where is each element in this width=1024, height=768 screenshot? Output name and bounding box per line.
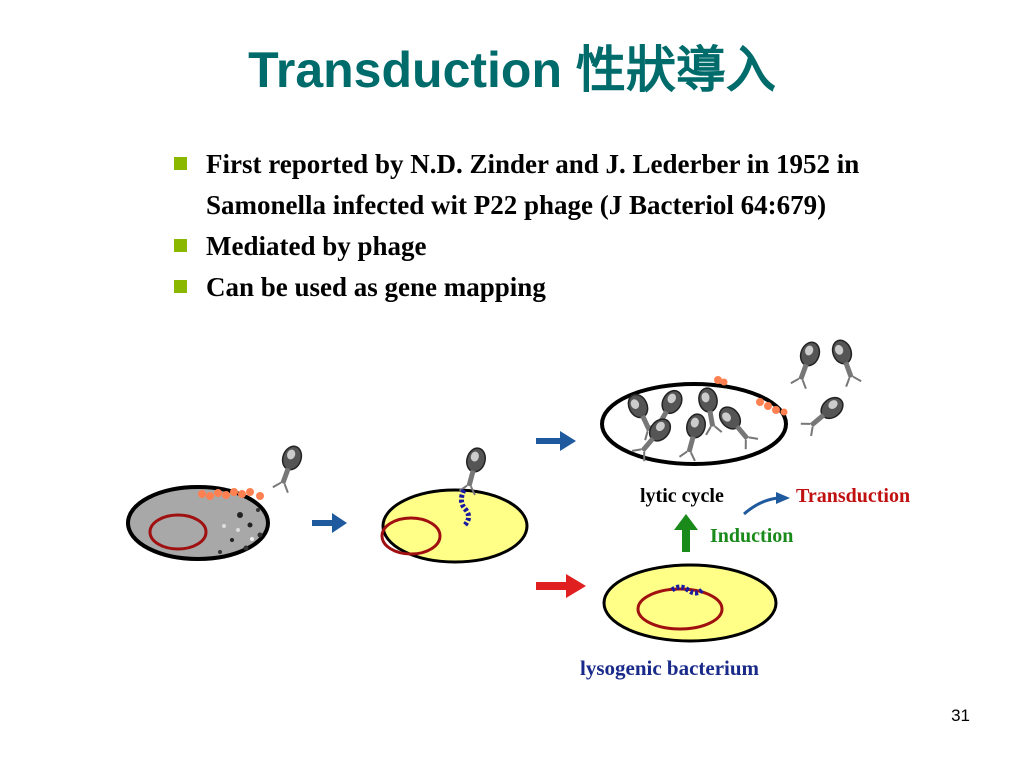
lysogenic-bacterium-label: lysogenic bacterium	[580, 656, 760, 680]
arrow-up-icon	[674, 514, 698, 552]
phage-icon	[788, 338, 824, 391]
bullet-text: Can be used as gene mapping	[206, 272, 546, 302]
arrow-right-icon	[536, 574, 586, 598]
phage-icon	[270, 442, 306, 495]
bullet-item: Can be used as gene mapping	[168, 267, 888, 308]
bullet-square-icon	[174, 157, 187, 170]
bullet-text: First reported by N.D. Zinder and J. Led…	[206, 149, 860, 220]
slide-title: Transduction 性狀導入	[248, 42, 776, 98]
induction-label: Induction	[710, 525, 793, 547]
phage-icon	[828, 336, 864, 389]
transduction-diagram: lytic cycle Transduction Induction lysog…	[126, 336, 910, 680]
curved-arrow-icon	[743, 496, 779, 516]
bullet-list: First reported by N.D. Zinder and J. Led…	[168, 144, 888, 308]
bullet-item: Mediated by phage	[168, 226, 888, 267]
bullet-text: Mediated by phage	[206, 231, 427, 261]
phage-dna-strand	[458, 488, 472, 528]
phage-icon	[457, 445, 489, 497]
bullet-square-icon	[174, 280, 187, 293]
arrowhead-icon	[776, 492, 790, 504]
transduction-label: Transduction	[796, 485, 910, 507]
arrow-right-icon	[312, 513, 347, 533]
arrow-right-icon	[536, 431, 576, 451]
lytic-cell	[600, 336, 864, 466]
host-dna-fragments	[714, 376, 788, 416]
lytic-cycle-label: lytic cycle	[640, 485, 724, 507]
host-dna-fragments	[198, 488, 264, 500]
lysogenic-cell	[602, 563, 778, 643]
phage-icon	[799, 392, 848, 438]
injected-cell	[380, 445, 529, 564]
page-number: 31	[951, 706, 970, 725]
bullet-item: First reported by N.D. Zinder and J. Led…	[168, 144, 888, 226]
bullet-square-icon	[174, 239, 187, 252]
integrated-prophage	[670, 584, 704, 596]
infected-cell	[126, 442, 306, 561]
